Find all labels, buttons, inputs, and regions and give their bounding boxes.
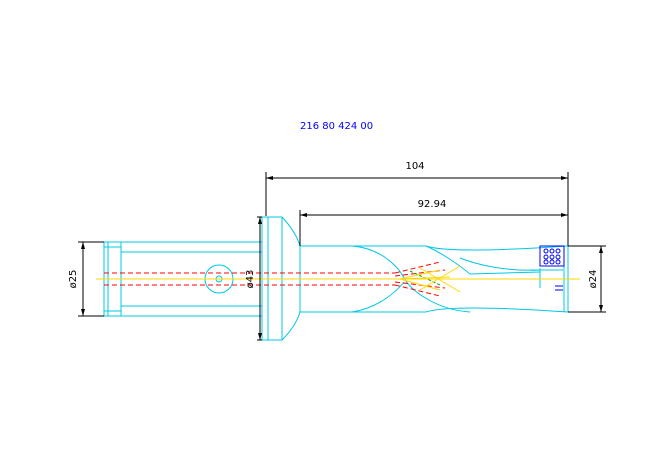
dimension-shank-diameter: ø25 [68, 241, 104, 317]
drill-diameter-label: ø24 [588, 270, 599, 289]
shank-diameter-label: ø25 [68, 270, 79, 289]
center-line [96, 265, 580, 293]
flange-diameter-label: ø43 [245, 270, 256, 289]
flute-length-label: 92.94 [418, 199, 447, 210]
dimension-flute-length: 92.94 [299, 199, 569, 246]
insert-pocket [539, 245, 565, 291]
dimension-drill-diameter: ø24 [568, 245, 606, 313]
overall-length-label: 104 [405, 161, 424, 172]
part-number-label: 216 80 424 00 [300, 121, 374, 132]
drill-body-outline [300, 245, 569, 313]
dimension-flange-diameter: ø43 [245, 216, 262, 341]
